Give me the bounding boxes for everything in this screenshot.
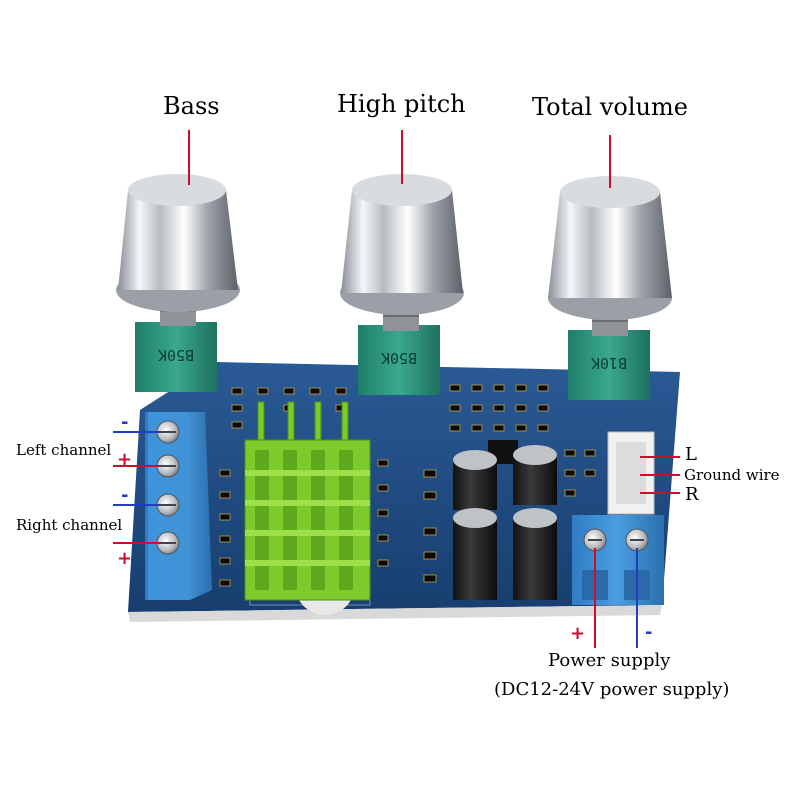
- label-right-channel: Right channel: [16, 516, 123, 534]
- label-r: R: [685, 484, 699, 505]
- pot-marking-high: B50K: [381, 349, 417, 367]
- label-total-volume: Total volume: [532, 93, 688, 121]
- label-power-spec: (DC12-24V power supply): [494, 679, 730, 700]
- label-left-channel: Left channel: [16, 441, 112, 459]
- left-plus-sign-2: +: [117, 548, 133, 569]
- signal-connector: [607, 431, 655, 515]
- heatsink: [244, 401, 371, 601]
- power-plus-sign: +: [570, 623, 586, 644]
- label-bass: Bass: [163, 92, 220, 120]
- left-leader-lines: [113, 431, 160, 544]
- label-high-pitch: High pitch: [337, 90, 466, 118]
- knob-high-pitch: [340, 174, 464, 315]
- knob-bass: [116, 174, 240, 312]
- knob-total-volume: [548, 176, 672, 320]
- power-terminal-block: [572, 515, 664, 605]
- top-leader-lines: [188, 130, 611, 188]
- pot-marking-bass: B50K: [158, 346, 194, 364]
- left-plus-sign-1: +: [117, 449, 133, 470]
- right-leader-lines: [640, 456, 680, 494]
- label-power-supply: Power supply: [548, 650, 671, 671]
- capacitors: [453, 445, 557, 600]
- label-ground-wire: Ground wire: [684, 466, 780, 484]
- power-minus-sign: -: [645, 622, 653, 643]
- left-minus-sign-2: -: [121, 485, 129, 506]
- pot-marking-volume: B10K: [591, 354, 627, 372]
- label-l: L: [685, 444, 697, 465]
- left-minus-sign-1: -: [121, 412, 129, 433]
